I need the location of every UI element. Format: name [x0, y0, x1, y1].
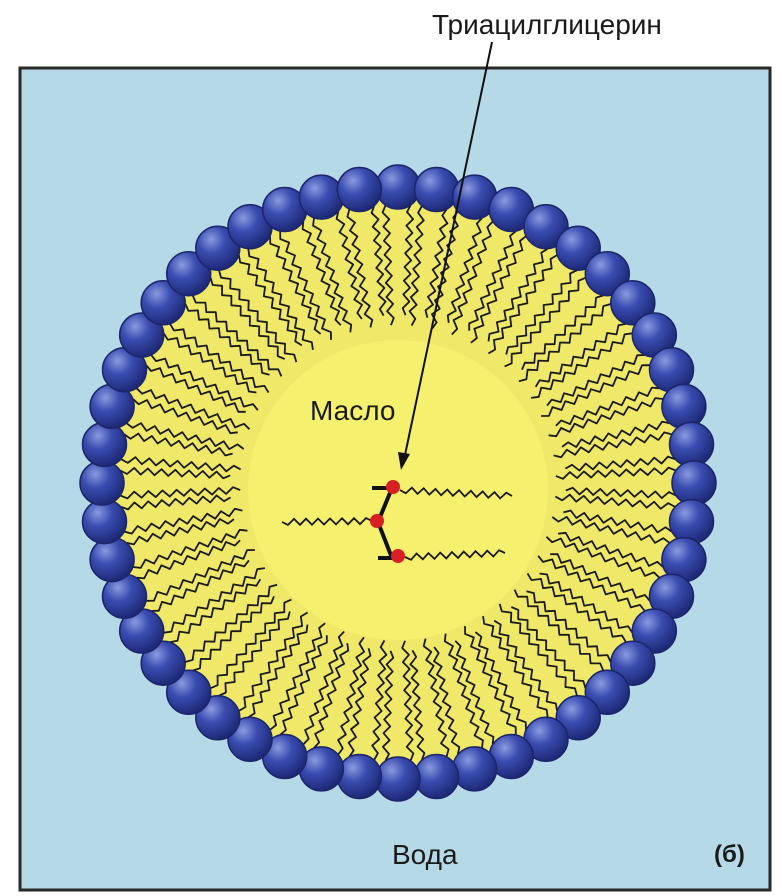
phospholipid-head [670, 500, 714, 544]
phospholipid-head [662, 384, 706, 428]
phospholipid-head [83, 422, 127, 466]
phospholipid-head [337, 168, 381, 212]
phospholipid-head [299, 175, 343, 219]
oil-label: Масло [310, 395, 395, 426]
phospholipid-head [415, 168, 459, 212]
phospholipid-head [80, 461, 124, 505]
phospholipid-head [376, 165, 420, 209]
ester-bond-3 [391, 549, 405, 563]
triacylglycerol-label: Триацилглицерин [432, 9, 662, 40]
phospholipid-head [83, 500, 127, 544]
phospholipid-head [376, 757, 420, 801]
ester-bond-2 [370, 514, 384, 528]
phospholipid-head [670, 422, 714, 466]
phospholipid-head [337, 755, 381, 799]
water-label: Вода [392, 839, 458, 870]
phospholipid-head [415, 755, 459, 799]
phospholipid-head [90, 538, 134, 582]
panel-label: (б) [714, 841, 745, 868]
phospholipid-head [672, 461, 716, 505]
phospholipid-head [453, 747, 497, 791]
ester-bond-1 [386, 480, 400, 494]
